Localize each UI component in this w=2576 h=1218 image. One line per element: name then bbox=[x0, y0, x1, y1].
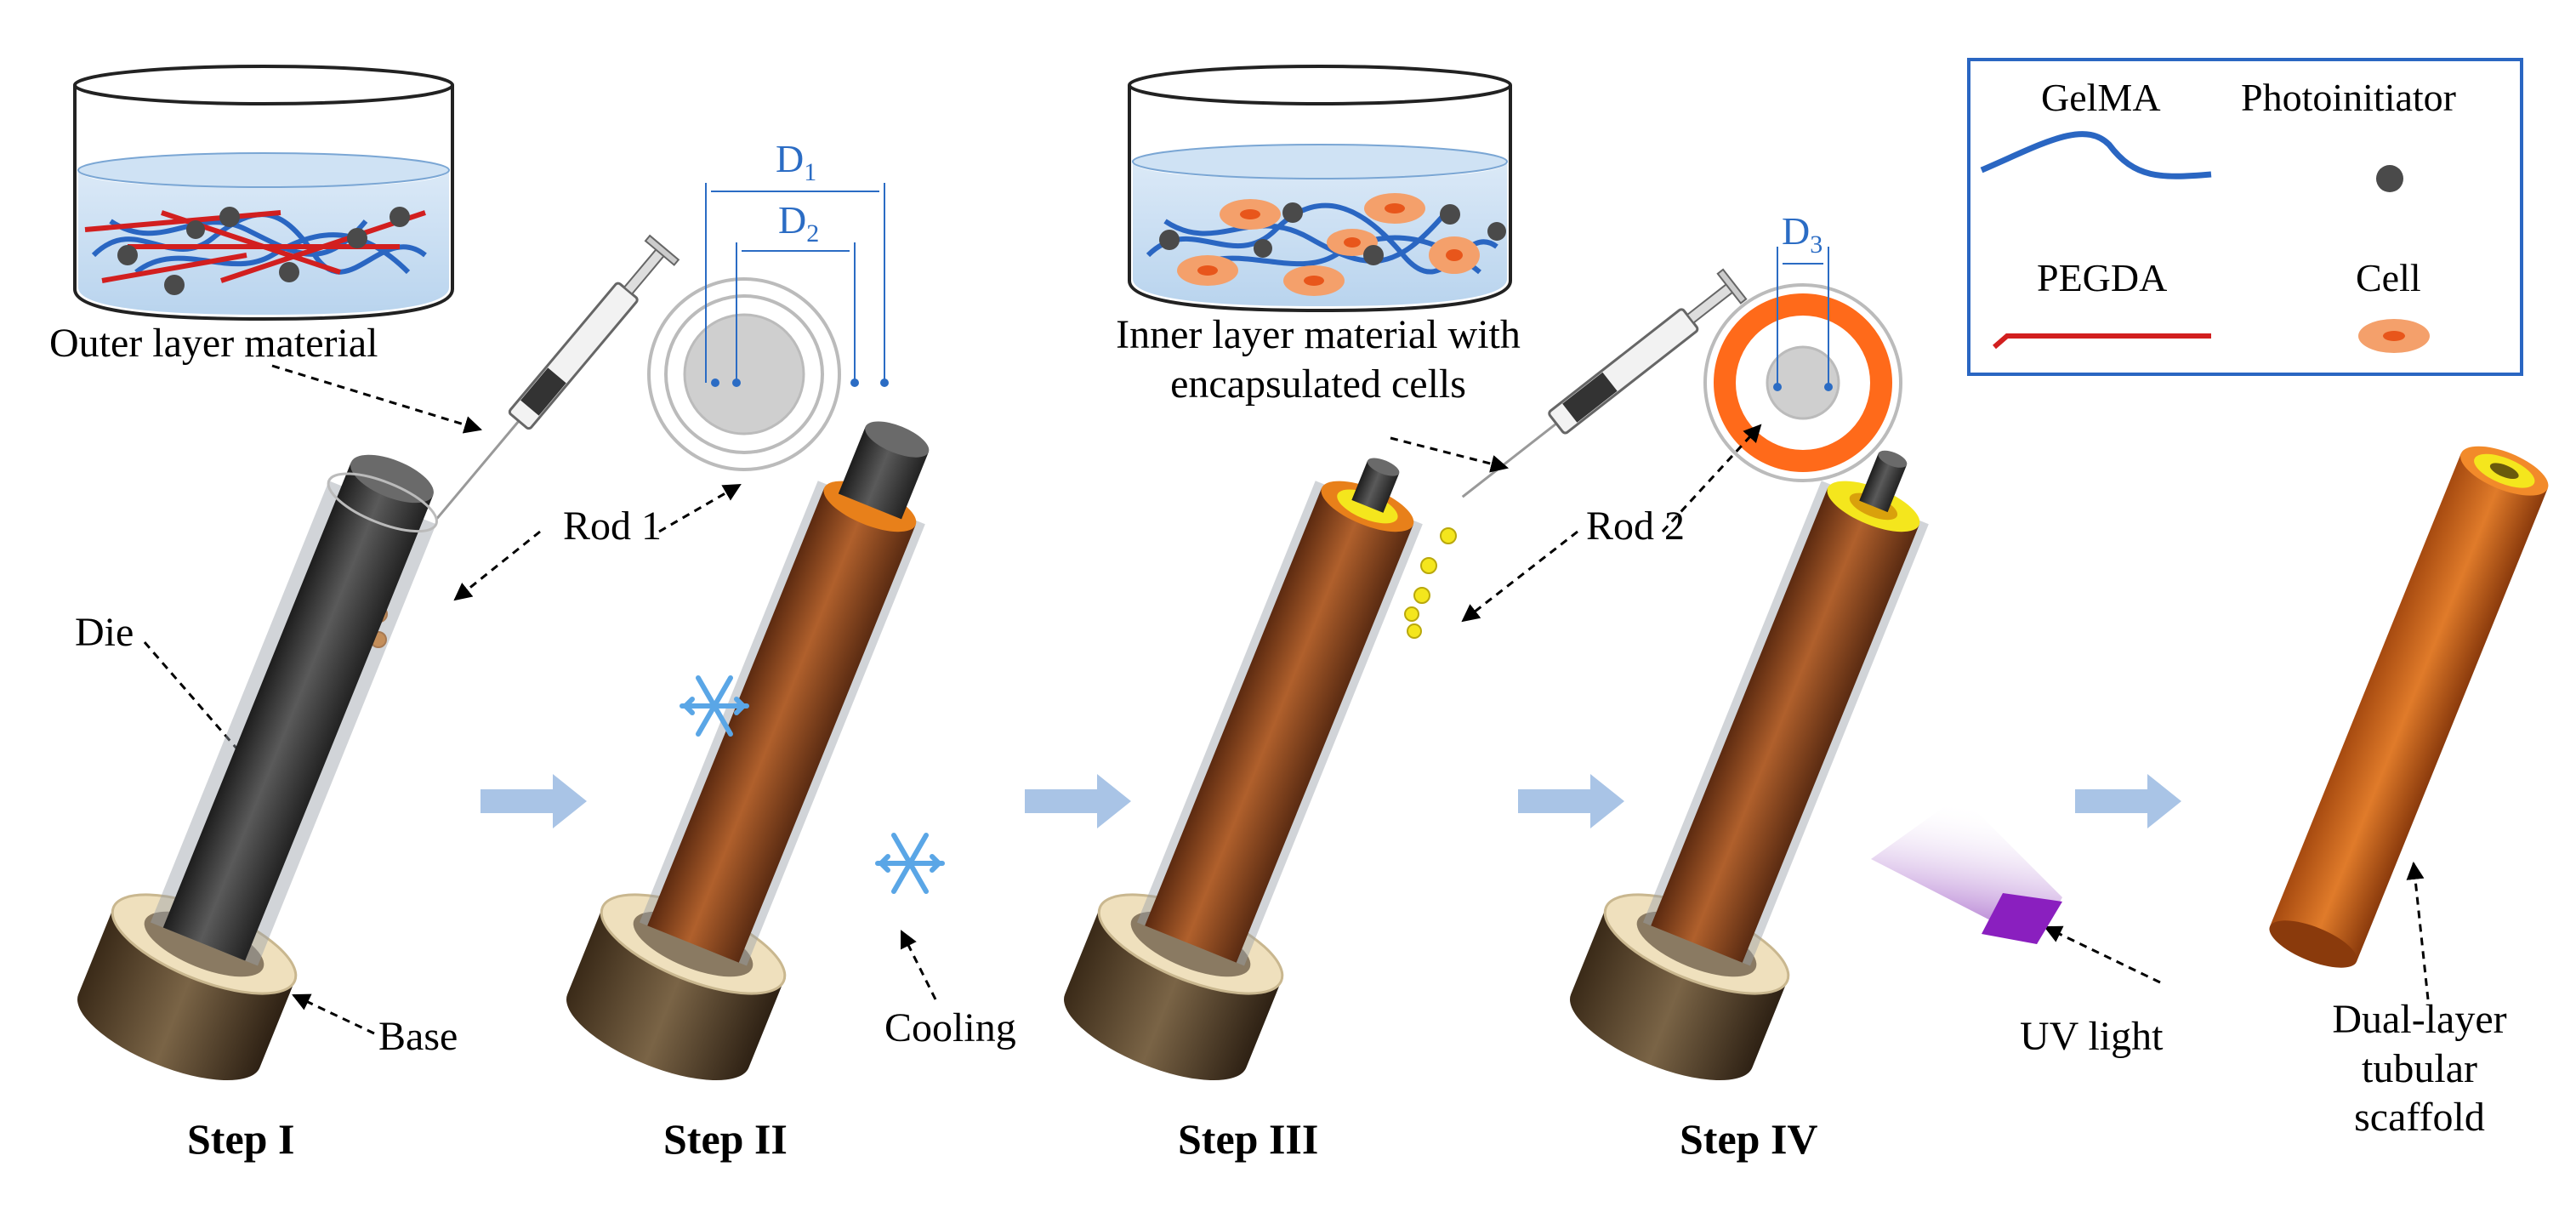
legend-gelma-swatch bbox=[1980, 131, 2212, 179]
inner-material-label-line1: Inner layer material with bbox=[1116, 312, 1521, 357]
die-label: Die bbox=[75, 610, 134, 655]
step4-assembly bbox=[1570, 450, 1929, 1081]
legend-box bbox=[1967, 58, 2523, 376]
step2-assembly bbox=[566, 421, 930, 1081]
dish2-cells bbox=[1177, 193, 1480, 296]
process-arrow-4 bbox=[2075, 774, 2181, 828]
step1-assembly bbox=[77, 454, 438, 1081]
step-label-3: Step III bbox=[1178, 1115, 1319, 1163]
legend-gelma-label: GelMA bbox=[2041, 76, 2161, 119]
process-arrows bbox=[481, 774, 2181, 828]
legend-photoinitiator-label: Photoinitiator bbox=[2241, 76, 2456, 119]
scaffold-label-line1: Dual-layer bbox=[2332, 997, 2507, 1042]
outer-material-label: Outer layer material bbox=[49, 321, 378, 366]
step-label-1: Step I bbox=[187, 1115, 295, 1163]
scaffold-label-line3: scaffold bbox=[2354, 1095, 2485, 1141]
base-label: Base bbox=[378, 1014, 458, 1059]
rod2-label: Rod 2 bbox=[1586, 504, 1686, 549]
dimension-d2-label: D2 bbox=[778, 198, 820, 248]
step-label-4: Step IV bbox=[1680, 1115, 1818, 1163]
inner-material-label-line2: encapsulated cells bbox=[1170, 361, 1466, 407]
scaffold-label: Dual-layer tubular scaffold bbox=[2296, 995, 2543, 1142]
snowflake-icon bbox=[875, 833, 945, 894]
dimension-d3-label: D3 bbox=[1782, 209, 1823, 259]
step3-assembly bbox=[1064, 458, 1423, 1081]
process-arrow-2 bbox=[1025, 774, 1131, 828]
inner-material-droplets bbox=[1404, 527, 1457, 639]
process-arrow-1 bbox=[481, 774, 587, 828]
syringe-1 bbox=[435, 234, 680, 520]
rod1-label: Rod 1 bbox=[563, 504, 662, 549]
dual-layer-scaffold bbox=[2269, 446, 2549, 968]
process-arrow-3 bbox=[1518, 774, 1624, 828]
legend-cell-swatch bbox=[2358, 319, 2430, 353]
step-label-2: Step II bbox=[663, 1115, 788, 1163]
syringe-2 bbox=[1461, 268, 1748, 498]
legend-cell-label: Cell bbox=[2356, 256, 2421, 299]
legend-pegda-label: PEGDA bbox=[2037, 256, 2168, 299]
cross-section-1 bbox=[647, 183, 889, 471]
scaffold-label-line2: tubular bbox=[2362, 1045, 2477, 1091]
uv-light-beam bbox=[1871, 795, 2062, 944]
dish2-photoinitiator-dots bbox=[1159, 202, 1506, 265]
legend-photoinitiator-swatch bbox=[2376, 165, 2403, 192]
dimension-d1-label: D1 bbox=[776, 137, 817, 187]
legend-pegda-swatch bbox=[1993, 333, 2211, 350]
inner-material-dish bbox=[1128, 65, 1512, 313]
snowflake-icon bbox=[680, 675, 749, 737]
cooling-label: Cooling bbox=[884, 1005, 1016, 1050]
uv-light-label: UV light bbox=[2020, 1014, 2164, 1059]
dish1-photoinitiator-dots bbox=[117, 207, 410, 295]
inner-material-label: Inner layer material with encapsulated c… bbox=[1067, 310, 1569, 408]
cross-section-2 bbox=[1703, 247, 1902, 482]
outer-material-dish bbox=[73, 65, 454, 322]
